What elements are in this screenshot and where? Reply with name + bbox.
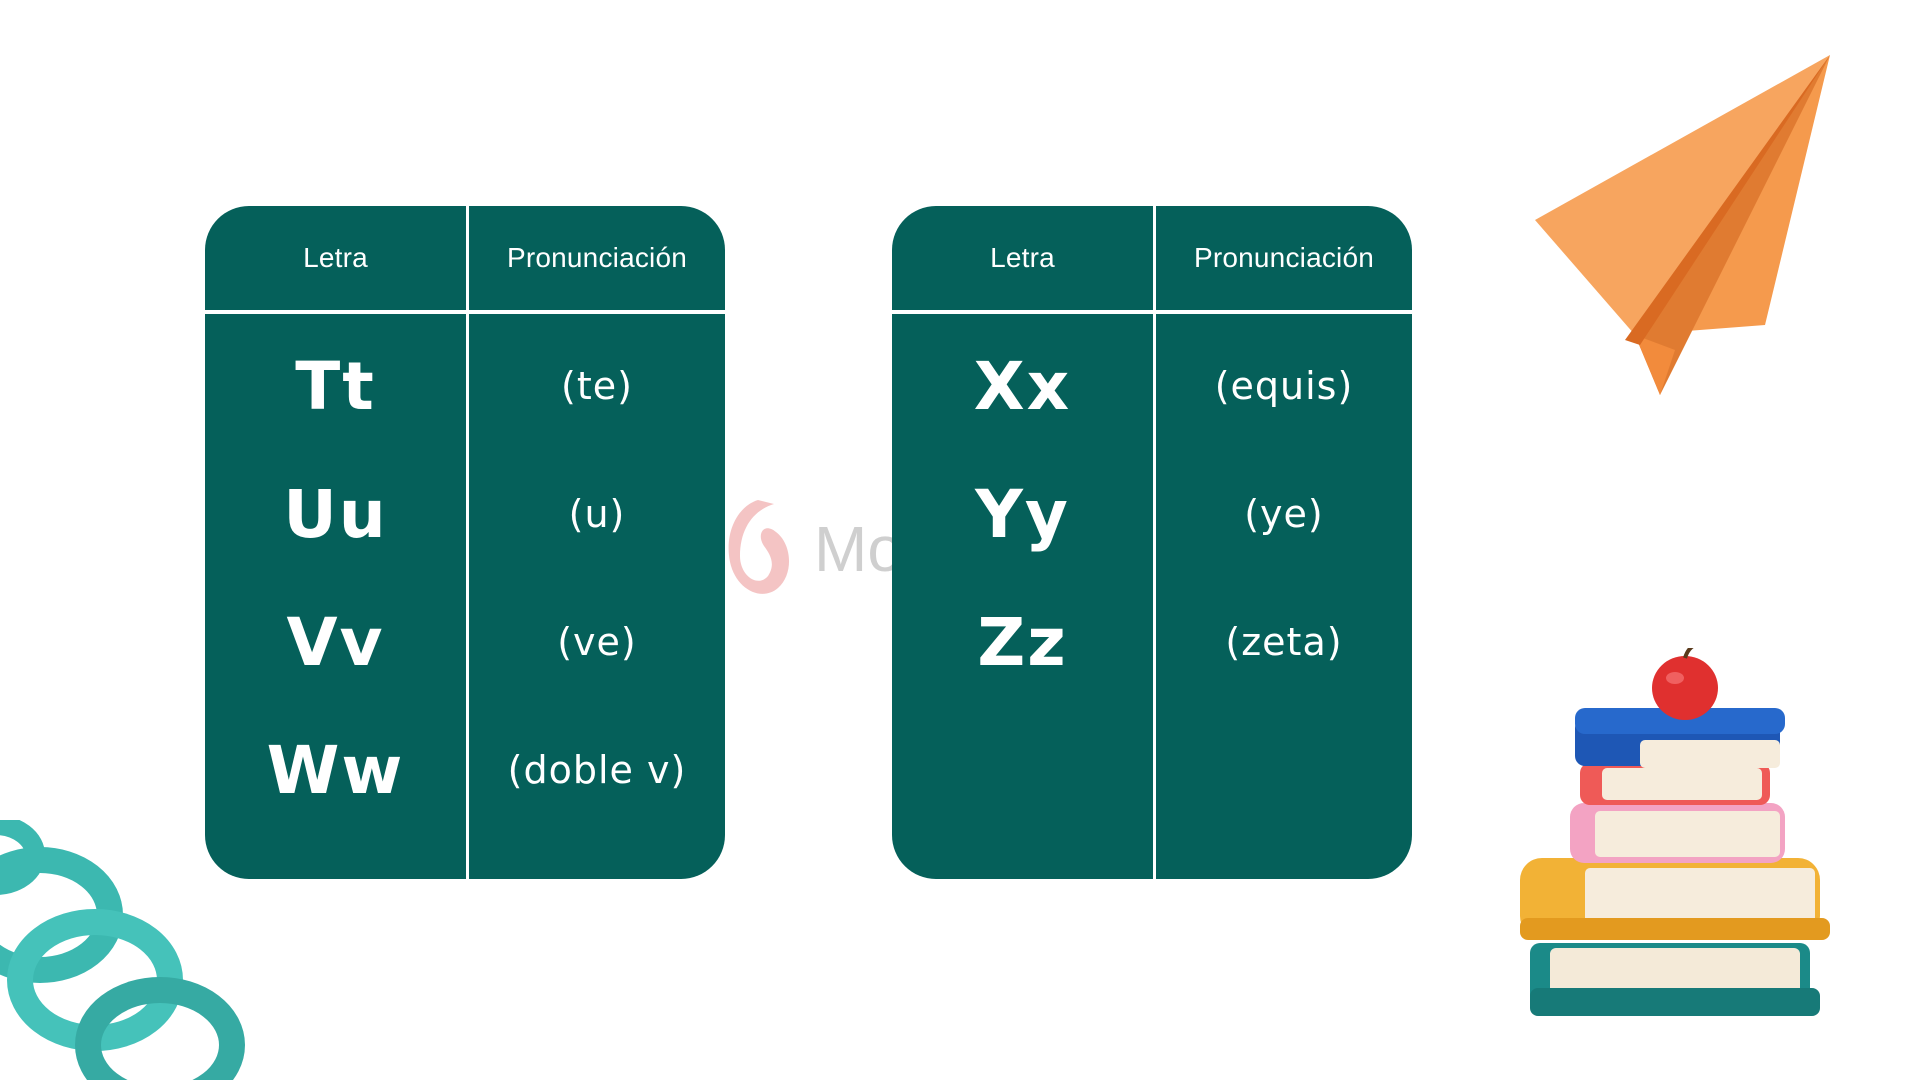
pronunciation-cell: (te) [561,364,633,408]
pronunciation-cell: (equis) [1214,364,1354,408]
letter-cell: Uu [283,475,388,553]
header-pronunciation: Pronunciación [506,242,688,273]
table-row: Ww (doble v) [205,706,725,834]
header-letter: Letra [303,242,368,273]
pronunciation-cell: (zeta) [1225,620,1343,664]
watermark: Mo [718,492,908,612]
header-divider [892,310,1412,314]
spring-coil-icon [0,820,245,1080]
letter-cell: Vv [286,603,385,681]
watermark-logo-icon [728,500,790,594]
pronunciation-cell: (u) [568,492,626,536]
column-divider [466,206,469,879]
table-row: Yy (ye) [892,450,1412,578]
pronunciation-cell: (doble v) [507,748,687,792]
pronunciation-cell: (ve) [557,620,637,664]
table-row: Zz (zeta) [892,578,1412,706]
alphabet-table-left: Letra Pronunciación Tt (te) Uu (u) Vv (v… [205,206,725,879]
header-letter: Letra [990,242,1055,273]
watermark-text: Mo [814,513,903,585]
header-divider [205,310,725,314]
apple-icon [1652,648,1718,720]
table-row: Xx (equis) [892,322,1412,450]
header-pronunciation: Pronunciación [1193,242,1375,273]
alphabet-table-right: Letra Pronunciación Xx (equis) Yy (ye) Z… [892,206,1412,879]
table-row: Tt (te) [205,322,725,450]
letter-cell: Xx [973,347,1072,425]
column-divider [1153,206,1156,879]
letter-cell: Ww [266,731,405,809]
pronunciation-cell: (ye) [1244,492,1324,536]
letter-cell: Yy [975,475,1070,553]
letter-cell: Zz [977,603,1068,681]
book-stack-icon [1520,648,1830,1016]
letter-cell: Tt [295,347,376,425]
table-row: Uu (u) [205,450,725,578]
paper-plane-icon [1535,55,1830,395]
table-row: Vv (ve) [205,578,725,706]
